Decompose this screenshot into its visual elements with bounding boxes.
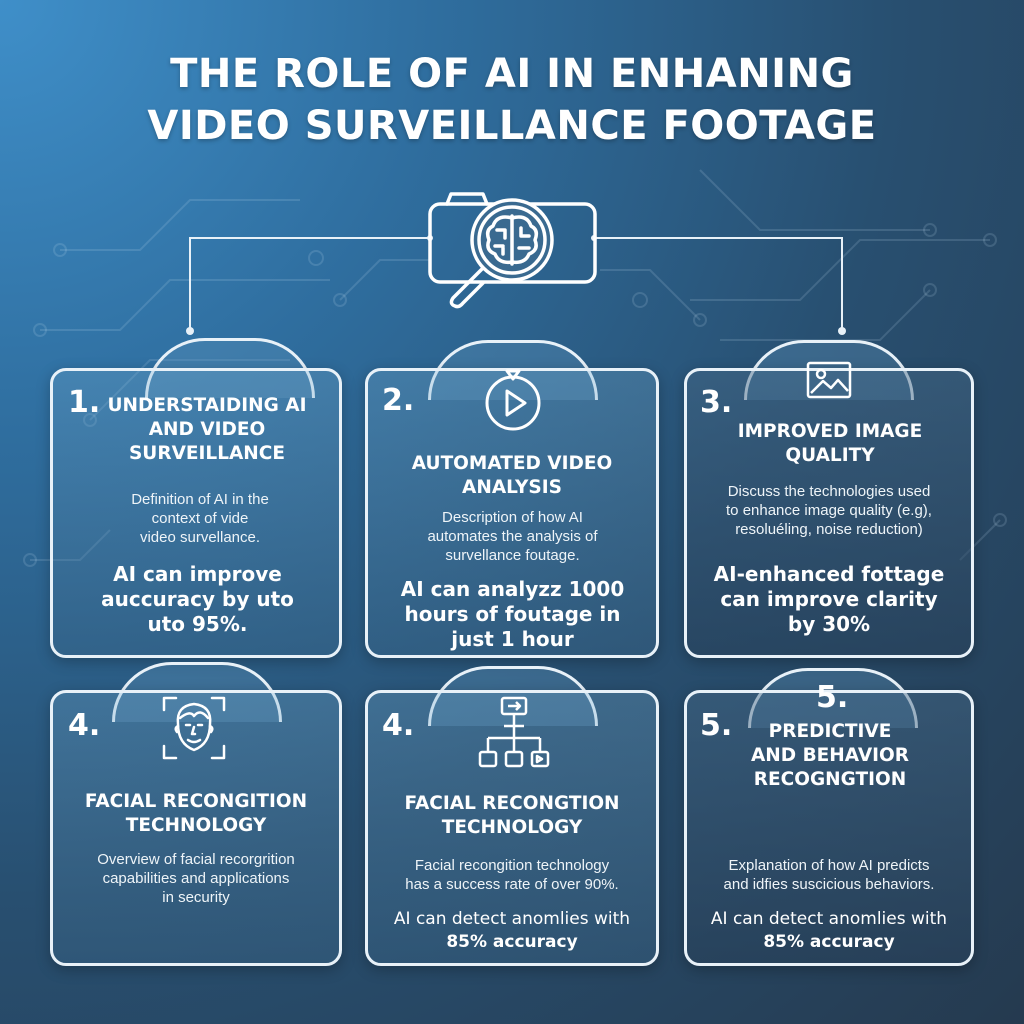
card-3-heading: IMPROVED IMAGE QUALITY <box>737 421 923 466</box>
card-4-heading: FACIAL RECONGITION TECHNOLOGY <box>84 791 308 836</box>
card-2-number: 2. <box>382 383 415 418</box>
card-5-stat: AI can detect anomlies with 85% accuracy <box>393 909 631 952</box>
card-predictive-behavior <box>684 690 974 966</box>
card-2-stat: AI can analyzz 1000 hours of foutage in … <box>400 577 625 651</box>
card-understanding-ai <box>50 368 342 658</box>
brain-in-magnifier-camera-icon <box>428 192 597 309</box>
card-image-quality <box>684 368 974 658</box>
card-2-heading: AUTOMATED VIDEO ANALYSIS <box>411 453 613 498</box>
card-5-number: 4. <box>382 708 415 743</box>
card-6-stat: AI can detect anomlies with 85% accuracy <box>710 909 948 952</box>
card-6-heading: PREDICTIVE AND BEHAVIOR RECOGNGTION <box>750 721 910 790</box>
card-3-number: 3. <box>700 385 733 420</box>
card-6-number: 5. <box>700 708 733 743</box>
card-2-description: Description of how AI automates the anal… <box>427 509 598 564</box>
card-6-tab-number: 5. <box>816 680 849 715</box>
card-5-heading: FACIAL RECONGTION TECHNOLOGY <box>404 793 620 838</box>
flowchart-icon <box>478 696 550 768</box>
card-automated-analysis <box>365 368 659 658</box>
card-facial-recognition-2 <box>365 690 659 966</box>
card-5-description: Facial recongition technology has a succ… <box>405 857 619 893</box>
play-circle-icon <box>485 369 541 431</box>
card-4-number: 4. <box>68 708 101 743</box>
card-1-number: 1. <box>68 385 101 420</box>
card-3-description: Discuss the technologies used to enhance… <box>726 483 932 538</box>
card-facial-recognition-1 <box>50 690 342 966</box>
title-line-1: THE ROLE OF AI IN ENHANING <box>170 51 854 97</box>
card-1-stat: AI can improve auccuracy by uto uto 95%. <box>101 562 294 636</box>
card-3-stat: AI-enhanced fottage can improve clarity … <box>713 562 945 636</box>
card-4-description: Overview of facial recorgrition capabili… <box>97 851 295 906</box>
card-6-description: Explanation of how AI predicts and idfie… <box>723 857 935 893</box>
title-line-2: VIDEO SURVEILLANCE FOOTAGE <box>147 103 877 149</box>
page-title: THE ROLE OF AI IN ENHANING VIDEO SURVEIL… <box>0 48 1024 152</box>
image-icon <box>806 361 852 399</box>
face-scan-icon <box>162 696 226 760</box>
card-1-description: Definition of AI in the context of vide … <box>131 491 269 546</box>
card-1-heading: UNDERSTAIDING AI AND VIDEO SURVEILLANCE <box>107 395 307 464</box>
